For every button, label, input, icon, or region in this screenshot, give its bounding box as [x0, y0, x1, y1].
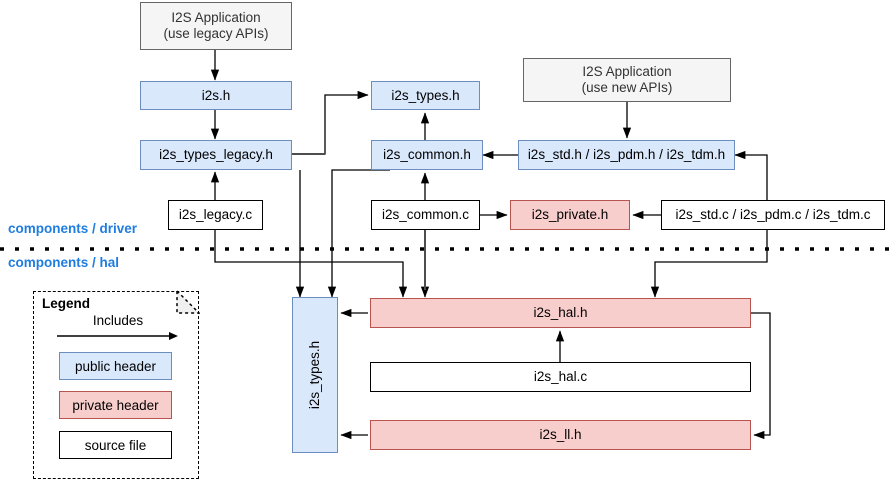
node-i2s-hal-c[interactable]: i2s_hal.c [370, 362, 751, 392]
node-i2s-hal-h[interactable]: i2s_hal.h [370, 298, 751, 328]
node-i2s-std-pdm-tdm-h[interactable]: i2s_std.h / i2s_pdm.h / i2s_tdm.h [518, 140, 735, 170]
node-i2s-common-h[interactable]: i2s_common.h [371, 140, 483, 170]
node-i2s-ll-h[interactable]: i2s_ll.h [370, 420, 751, 450]
node-i2s-std-pdm-tdm-c[interactable]: i2s_std.c / i2s_pdm.c / i2s_tdm.c [661, 200, 885, 230]
edge-hal-h-to-ll-h [751, 312, 771, 440]
legend-includes-label: Includes [92, 313, 144, 328]
node-i2s-legacy-c[interactable]: i2s_legacy.c [168, 200, 263, 230]
layer-label-driver: components / driver [8, 221, 138, 236]
edge-std-c-to-hal-h [650, 230, 768, 298]
node-i2s-common-c[interactable]: i2s_common.c [371, 200, 480, 230]
legend-fold-corner [176, 290, 200, 314]
node-i2s-types-h-hal-label: i2s_types.h [307, 340, 323, 410]
layer-divider [0, 247, 893, 251]
edge-std-c-to-std-h [734, 150, 768, 200]
legend-swatch-public-header: public header [59, 352, 172, 380]
legend-title: Legend [42, 296, 91, 311]
node-i2s-types-h[interactable]: i2s_types.h [371, 81, 480, 110]
node-i2s-types-h-hal[interactable]: i2s_types.h [292, 297, 338, 453]
edge-common-h-to-hal-types [327, 169, 390, 298]
node-i2s-types-legacy-h[interactable]: i2s_types_legacy.h [140, 140, 292, 170]
node-i2s-application-legacy[interactable]: I2S Application (use legacy APIs) [140, 2, 292, 50]
node-i2s-private-h[interactable]: i2s_private.h [510, 200, 630, 230]
node-i2s-application-new[interactable]: I2S Application (use new APIs) [523, 58, 731, 102]
legend-includes-arrow [57, 332, 178, 340]
legend-swatch-private-header: private header [59, 391, 172, 419]
edge-legacy-c-to-hal-h [214, 230, 408, 298]
node-i2s-h[interactable]: i2s.h [140, 81, 292, 110]
legend-swatch-source-file: source file [59, 431, 172, 459]
edge-types-legacy-to-types [292, 90, 369, 155]
layer-label-hal: components / hal [8, 255, 120, 270]
